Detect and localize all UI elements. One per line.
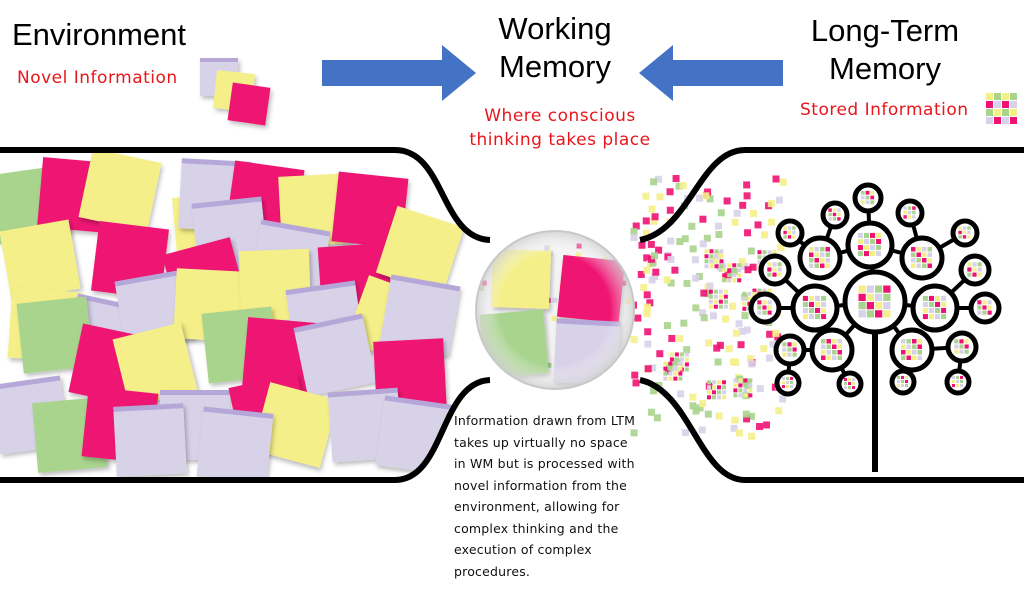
sticky-note-stack-icon xyxy=(200,58,271,126)
arrow-right-icon xyxy=(322,45,476,101)
caption-line: procedures. xyxy=(454,563,531,579)
novel-information-label: Novel Information xyxy=(17,68,178,88)
channel-outline xyxy=(0,147,1024,483)
sticky-note-icon xyxy=(196,406,274,480)
long-term-memory-title: Long-Term Memory xyxy=(780,12,990,88)
working-memory-subtitle-line1: Where conscious xyxy=(484,106,636,126)
sticky-note-icon xyxy=(375,205,465,295)
caption-line: in WM but is processed with xyxy=(454,456,635,471)
caption-line: execution of complex xyxy=(454,542,592,557)
environment-notes xyxy=(0,150,465,480)
long-term-memory-title-line1: Long-Term xyxy=(810,13,960,48)
stored-information-icon xyxy=(986,93,1017,124)
sticky-note-icon xyxy=(293,313,377,397)
long-term-memory-title-line2: Memory xyxy=(829,51,941,86)
sticky-note-icon xyxy=(113,403,187,477)
working-memory-subtitle-line2: thinking takes place xyxy=(469,130,651,150)
caption-line: complex thinking and the xyxy=(454,520,619,536)
working-memory-subtitle: Where conscious thinking takes place xyxy=(440,104,680,152)
schema-tree-icon xyxy=(748,182,1002,472)
caption-line: environment, allowing for xyxy=(454,499,620,514)
sticky-note-icon xyxy=(112,322,198,408)
working-memory-title-line1: Working xyxy=(498,11,612,46)
arrow-left-icon xyxy=(639,45,783,101)
sticky-note-icon xyxy=(16,296,94,374)
sticky-note-icon xyxy=(0,219,81,301)
caption-line: novel information from the xyxy=(454,477,627,493)
sticky-note-icon xyxy=(252,382,338,468)
stored-information-label: Stored Information xyxy=(800,100,969,120)
caption-line: takes up virtually no space xyxy=(454,434,628,450)
working-memory-title-line2: Memory xyxy=(499,49,611,84)
sticky-note-icon xyxy=(379,274,461,356)
environment-title: Environment xyxy=(12,17,187,52)
working-memory-title: Working Memory xyxy=(455,10,655,86)
working-memory-circle xyxy=(475,230,635,390)
sticky-note-icon xyxy=(78,150,162,232)
sticky-note-icon xyxy=(331,171,409,249)
caption-text: Information drawn from LTM takes up virt… xyxy=(454,410,669,582)
caption-line: Information drawn from LTM xyxy=(454,413,636,428)
